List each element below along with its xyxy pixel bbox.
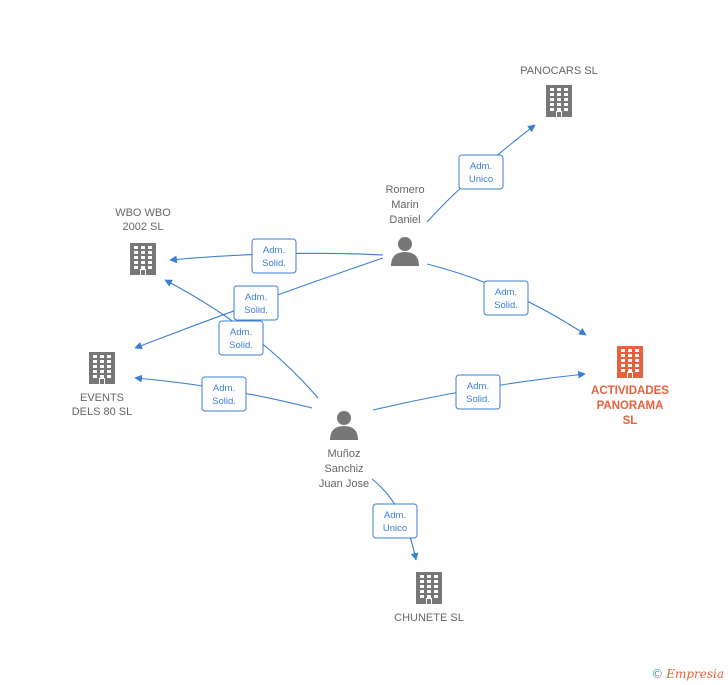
edge-role-label: Adm.	[213, 383, 235, 394]
edge-role-box[interactable]	[233, 285, 279, 321]
chunete-label-line: CHUNETE SL	[394, 612, 464, 624]
edge-role-label: Solid.	[494, 300, 518, 311]
edge-role-label: Solid.	[244, 305, 268, 316]
romero-label-line: Romero	[385, 184, 424, 196]
romero-person-icon[interactable]	[391, 237, 419, 266]
wbo-building-icon[interactable]	[130, 243, 156, 275]
edge-role-box[interactable]	[218, 320, 264, 356]
edge-role-box[interactable]	[483, 280, 529, 316]
edge-munoz-to-wbo: Adm. Solid.	[164, 279, 319, 399]
edge-role-label: Adm.	[230, 327, 252, 338]
edge-role-label: Solid.	[229, 340, 253, 351]
wbo-label-line: 2002 SL	[123, 221, 164, 233]
panocars-label-line: PANOCARS SL	[520, 65, 597, 77]
munoz-person-icon[interactable]	[330, 411, 358, 440]
munoz-label-line: Muñoz	[327, 448, 360, 460]
copyright-icon: ©	[651, 667, 664, 681]
edge-role-label: Adm.	[263, 245, 285, 256]
edge-role-label: Adm.	[470, 161, 492, 172]
edge-romero-to-panocars: Adm. Unico	[426, 124, 536, 223]
edge-role-label: Solid.	[212, 396, 236, 407]
romero-label-line: Marin	[391, 199, 419, 211]
edge-role-box[interactable]	[251, 238, 297, 274]
events-label-line: DELS 80 SL	[72, 406, 133, 418]
events-label-line: EVENTS	[80, 392, 124, 404]
events-building-icon[interactable]	[89, 352, 115, 384]
actividades-building-icon[interactable]	[617, 346, 643, 378]
actividades-label-line: SL	[623, 415, 638, 427]
edge-role-box[interactable]	[201, 376, 247, 412]
actividades-label-line: PANORAMA	[597, 400, 664, 412]
wbo-label-line: WBO WBO	[115, 207, 171, 219]
edge-role-label: Solid.	[262, 258, 286, 269]
edge-role-box[interactable]	[372, 503, 418, 539]
edge-role-label: Adm.	[245, 292, 267, 303]
edge-role-label: Adm.	[467, 381, 489, 392]
brand-name: Empresia	[666, 667, 724, 681]
brand-watermark: ©Empresia	[651, 667, 724, 681]
edge-role-box[interactable]	[458, 154, 504, 190]
romero-label-line: Daniel	[389, 214, 420, 226]
edge-munoz-to-actividades: Adm. Solid.	[372, 370, 586, 411]
edge-role-label: Solid.	[466, 394, 490, 405]
edge-role-box[interactable]	[455, 374, 501, 410]
actividades-label-line: ACTIVIDADES	[591, 385, 669, 397]
edge-romero-to-wbo: Adm. Solid.	[169, 238, 384, 274]
chunete-building-icon[interactable]	[416, 572, 442, 604]
edge-romero-to-actividades: Adm. Solid.	[426, 263, 587, 336]
munoz-label-line: Sanchiz	[324, 463, 363, 475]
edge-munoz-to-events: Adm. Solid.	[134, 374, 313, 412]
edge-role-label: Unico	[469, 174, 493, 185]
edge-role-label: Unico	[383, 523, 407, 534]
munoz-label-line: Juan Jose	[319, 478, 369, 490]
edge-munoz-to-chunete: Adm. Unico	[371, 478, 419, 561]
panocars-building-icon[interactable]	[546, 85, 572, 117]
edge-role-label: Adm.	[384, 510, 406, 521]
edge-role-label: Adm.	[495, 287, 517, 298]
edge-romero-to-events: Adm. Solid.	[134, 257, 384, 350]
